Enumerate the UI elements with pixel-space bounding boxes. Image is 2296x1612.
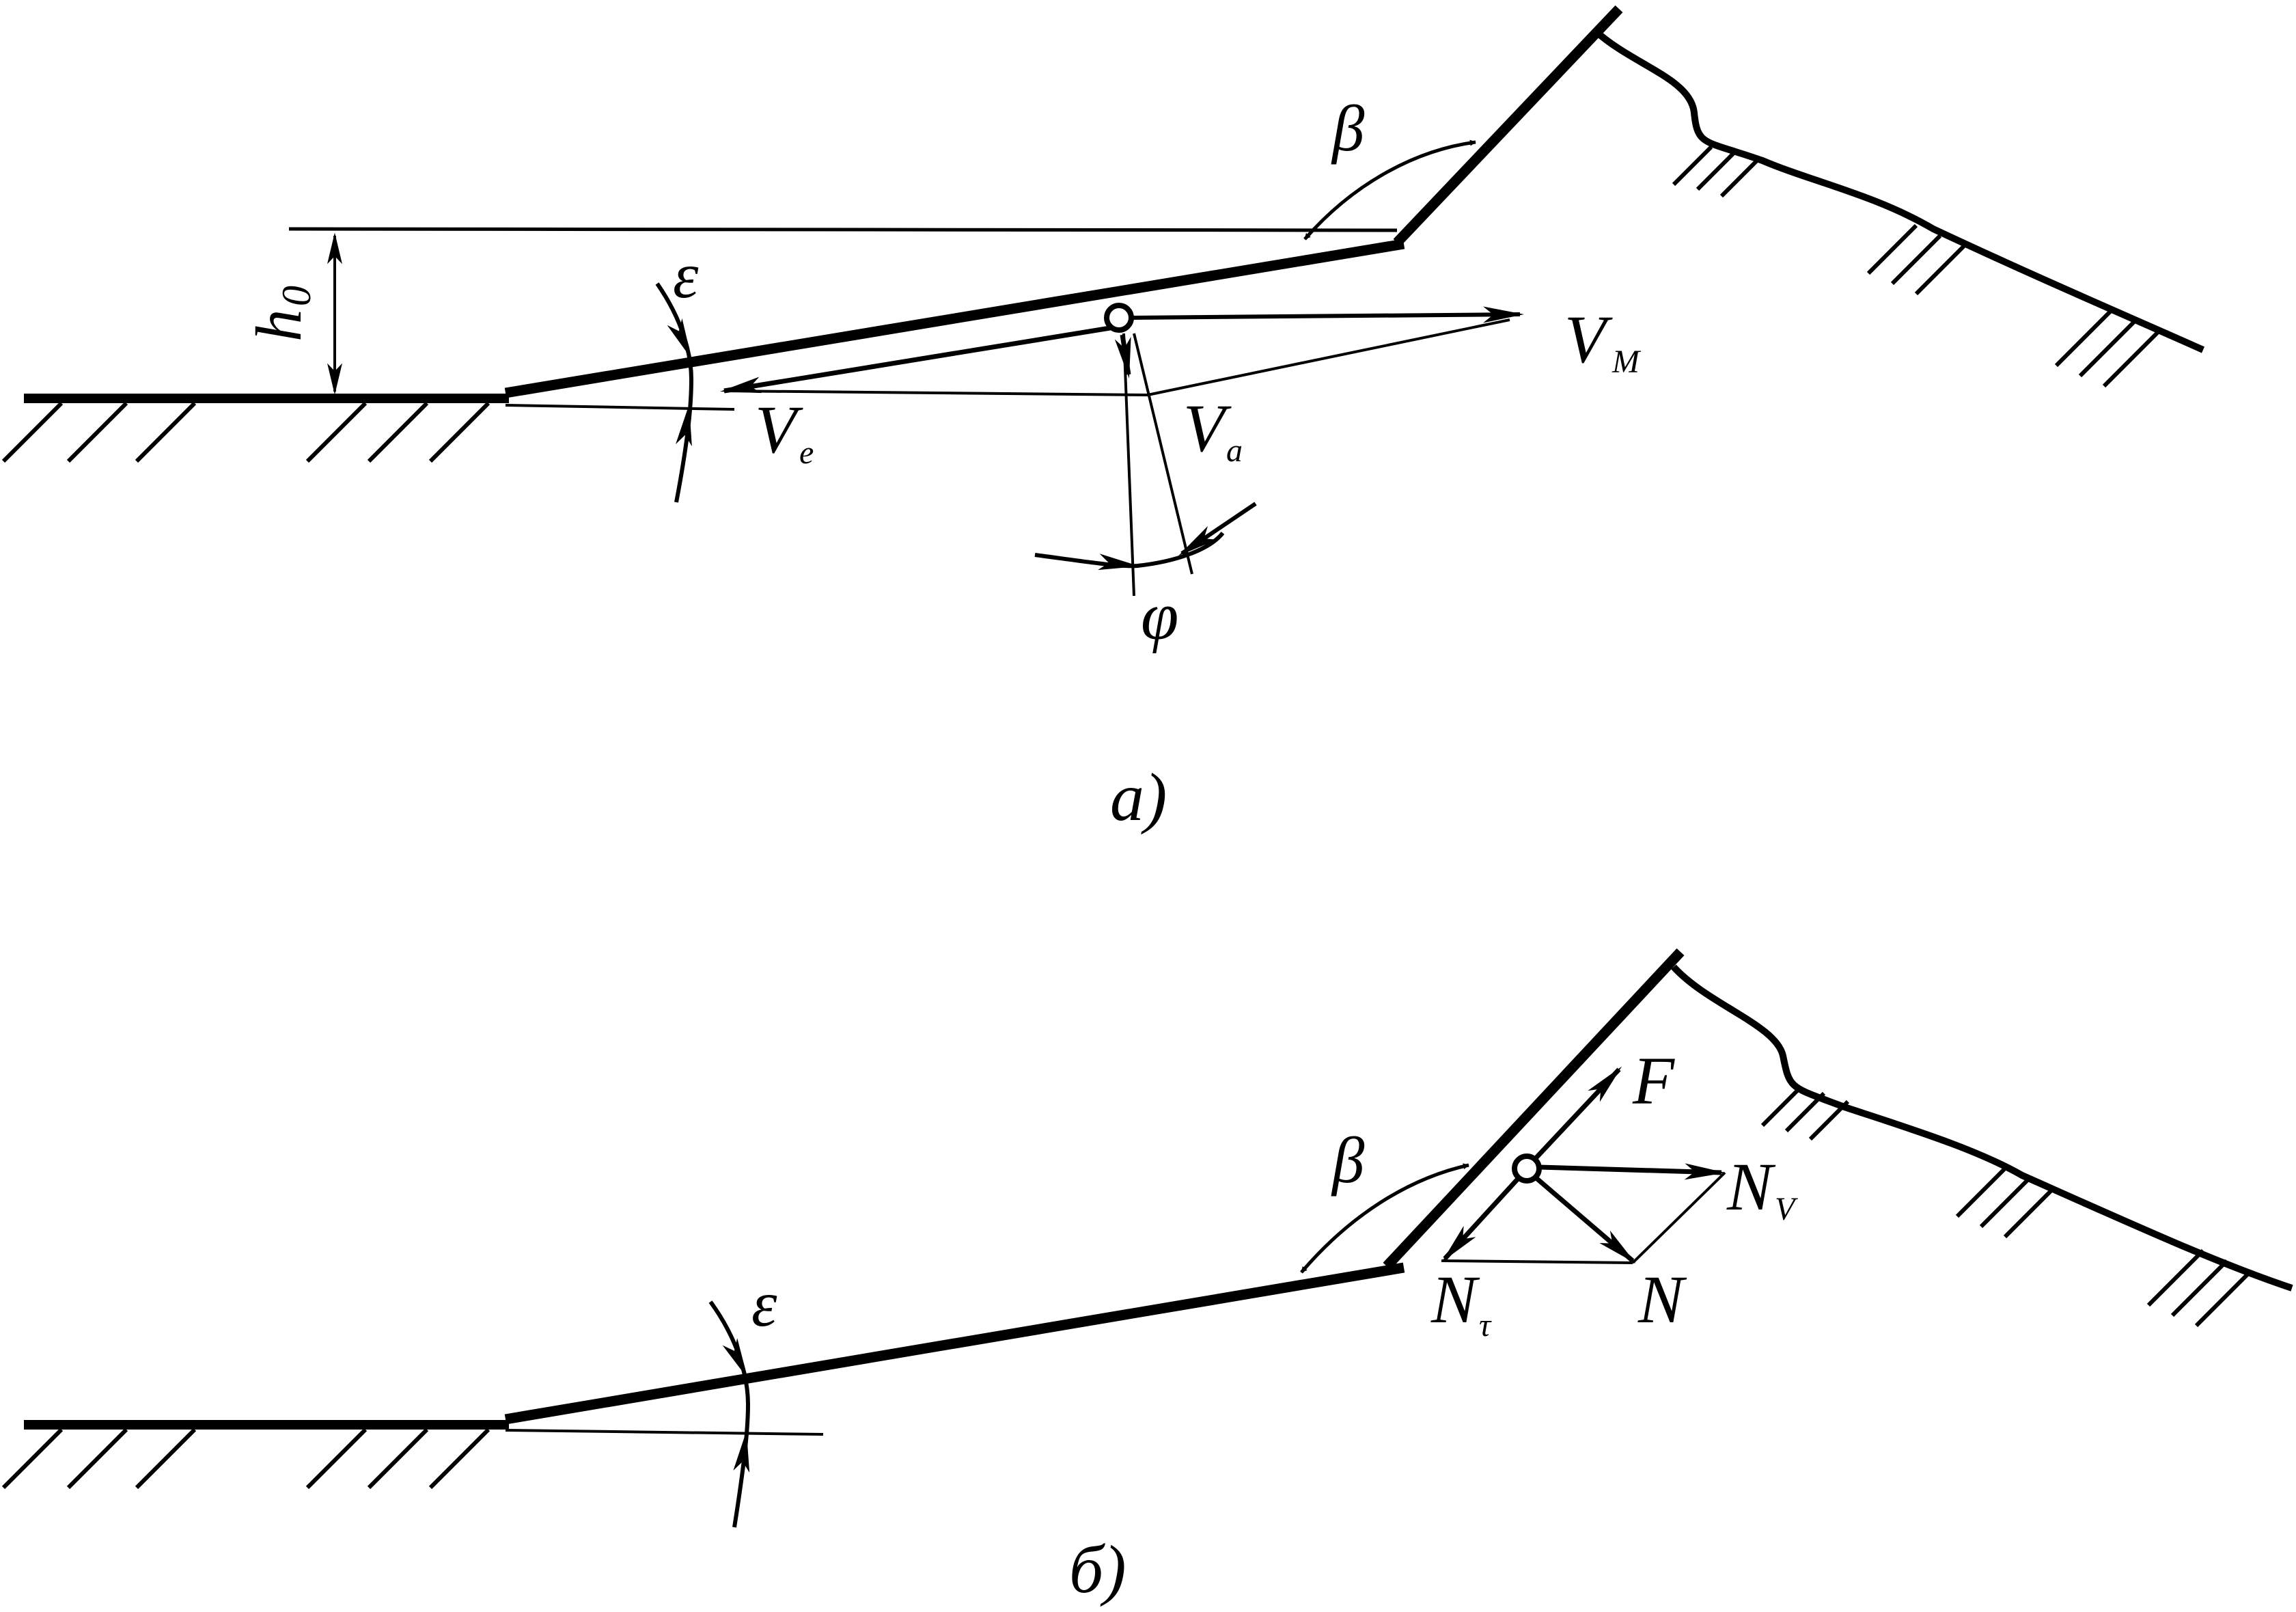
beta-label-b: β bbox=[1331, 1124, 1365, 1197]
vm-velocity-arrow bbox=[1131, 306, 1524, 323]
caption-b: б) bbox=[1069, 1531, 1126, 1607]
soil-hatching-a bbox=[1672, 145, 2161, 388]
force-parallelogram-side bbox=[1631, 1171, 1726, 1264]
velocity-parallelogram-base bbox=[723, 390, 1148, 396]
reference-line-b bbox=[505, 1429, 824, 1436]
beta-angle-arc-a bbox=[1303, 139, 1476, 241]
nv-force-arrow bbox=[1538, 1163, 1726, 1180]
va-label: V a bbox=[1183, 390, 1243, 469]
phi-label: φ bbox=[1141, 578, 1178, 654]
n-label: N bbox=[1637, 1261, 1687, 1337]
figure-b: β ε F N V N N τ б) bbox=[1, 948, 2293, 1607]
force-parallelogram-base bbox=[1441, 1259, 1633, 1264]
phi-angle-arc bbox=[1034, 532, 1225, 569]
epsilon-arc-a bbox=[655, 282, 694, 503]
n-force-arrow bbox=[1535, 1177, 1636, 1263]
pivot-point-b bbox=[1512, 1153, 1542, 1184]
h0-label: h 0 bbox=[243, 286, 319, 342]
svg-text:N: N bbox=[1430, 1261, 1480, 1337]
reference-line-a bbox=[505, 404, 735, 411]
height-reference-line-a bbox=[288, 227, 1398, 232]
inclined-share-a bbox=[504, 238, 1405, 398]
pivot-point-a bbox=[1104, 303, 1134, 333]
nv-label: N V bbox=[1726, 1149, 1798, 1227]
f-force-arrow bbox=[1534, 1066, 1622, 1160]
beta-angle-arc-b bbox=[1300, 1163, 1469, 1274]
vm-label: V M bbox=[1564, 301, 1642, 380]
beta-label-a: β bbox=[1331, 92, 1365, 165]
caption-a: a) bbox=[1110, 759, 1167, 835]
epsilon-label-b: ε bbox=[751, 1268, 777, 1340]
svg-text:h: h bbox=[243, 310, 315, 342]
svg-text:N: N bbox=[1726, 1149, 1776, 1225]
svg-text:V: V bbox=[1775, 1191, 1798, 1227]
svg-text:V: V bbox=[1564, 301, 1613, 377]
svg-text:e: e bbox=[799, 435, 814, 471]
soil-surface-a bbox=[1592, 28, 2205, 353]
soil-hatching-b bbox=[1760, 1086, 2253, 1328]
svg-text:0: 0 bbox=[274, 286, 319, 306]
epsilon-arc-b bbox=[708, 1300, 751, 1528]
moldboard-a bbox=[1393, 5, 1623, 247]
ve-label: V e bbox=[755, 392, 814, 471]
figure-a: h 0 β ε V M bbox=[1, 5, 2205, 835]
soil-surface-b bbox=[1671, 964, 2293, 1292]
va-velocity-arrow bbox=[1114, 334, 1131, 379]
epsilon-label-a: ε bbox=[673, 239, 699, 312]
ground-hatching-a bbox=[1, 401, 490, 463]
svg-text:V: V bbox=[1183, 390, 1232, 466]
svg-text:V: V bbox=[755, 392, 803, 467]
inclined-share-b bbox=[504, 1262, 1405, 1425]
velocity-parallelogram-side bbox=[1147, 318, 1510, 396]
svg-text:a: a bbox=[1226, 433, 1243, 469]
ground-hatching-b bbox=[1, 1427, 490, 1490]
ntau-label: N τ bbox=[1430, 1261, 1492, 1343]
ntau-force-arrow bbox=[1441, 1177, 1520, 1262]
svg-text:τ: τ bbox=[1479, 1307, 1492, 1343]
svg-text:M: M bbox=[1612, 344, 1642, 380]
f-label: F bbox=[1632, 1043, 1675, 1119]
ve-velocity-arrow bbox=[720, 325, 1111, 394]
